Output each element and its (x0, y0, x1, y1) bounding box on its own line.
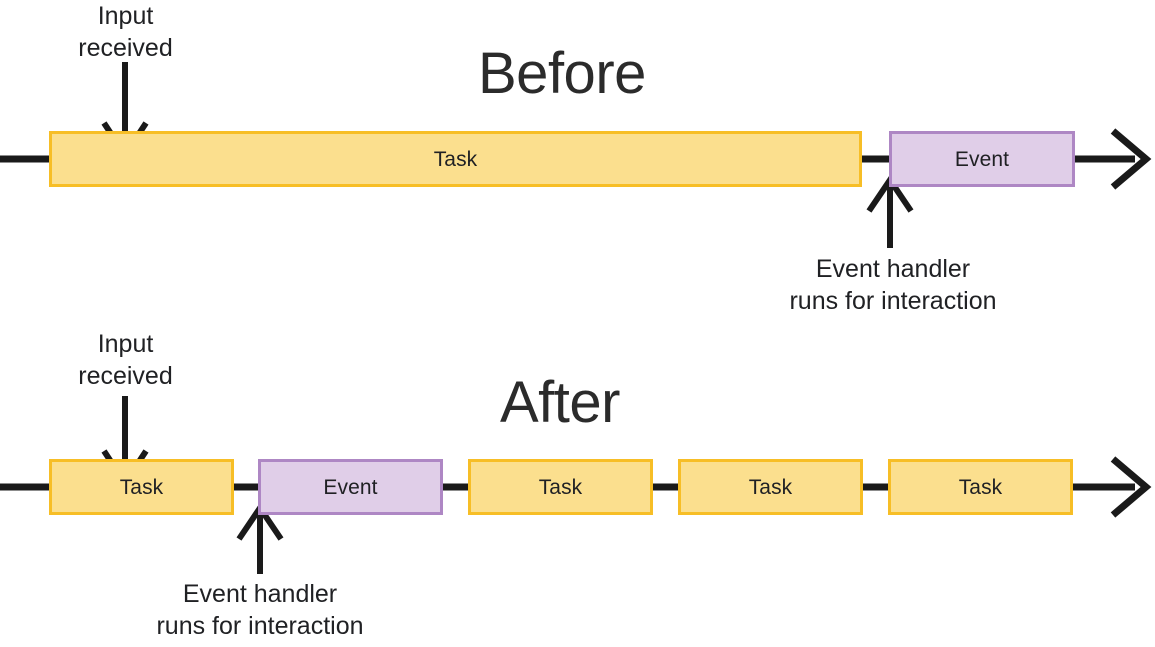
after-task-block-1-label: Task (119, 475, 164, 499)
before-timeline-arrowhead (1110, 128, 1152, 190)
after-input-received-label: Input received (78, 330, 173, 390)
before-task-block-label: Task (433, 147, 478, 171)
before-event-block-label: Event (954, 147, 1010, 171)
after-task-block-1[interactable]: Task (49, 459, 234, 515)
after-task-block-2[interactable]: Task (468, 459, 653, 515)
after-task-block-3[interactable]: Task (678, 459, 863, 515)
after-task-block-4-label: Task (958, 475, 1003, 499)
before-event-handler-arrow-up (866, 174, 914, 248)
before-task-block[interactable]: Task (49, 131, 862, 187)
after-section-title: After (500, 370, 621, 435)
after-task-block-3-label: Task (748, 475, 793, 499)
after-timeline-arrowhead (1110, 456, 1152, 518)
after-event-block-label: Event (323, 475, 378, 499)
before-event-handler-label: Event handler runs for interaction (789, 255, 997, 315)
after-task-block-4[interactable]: Task (888, 459, 1073, 515)
before-event-block[interactable]: Event (889, 131, 1075, 187)
after-event-handler-arrow-up (236, 502, 284, 574)
after-event-handler-label: Event handler runs for interaction (156, 580, 364, 640)
before-input-received-label: Input received (78, 2, 173, 62)
after-event-block[interactable]: Event (258, 459, 443, 515)
after-task-block-2-label: Task (538, 475, 583, 499)
before-section-title: Before (478, 41, 646, 106)
